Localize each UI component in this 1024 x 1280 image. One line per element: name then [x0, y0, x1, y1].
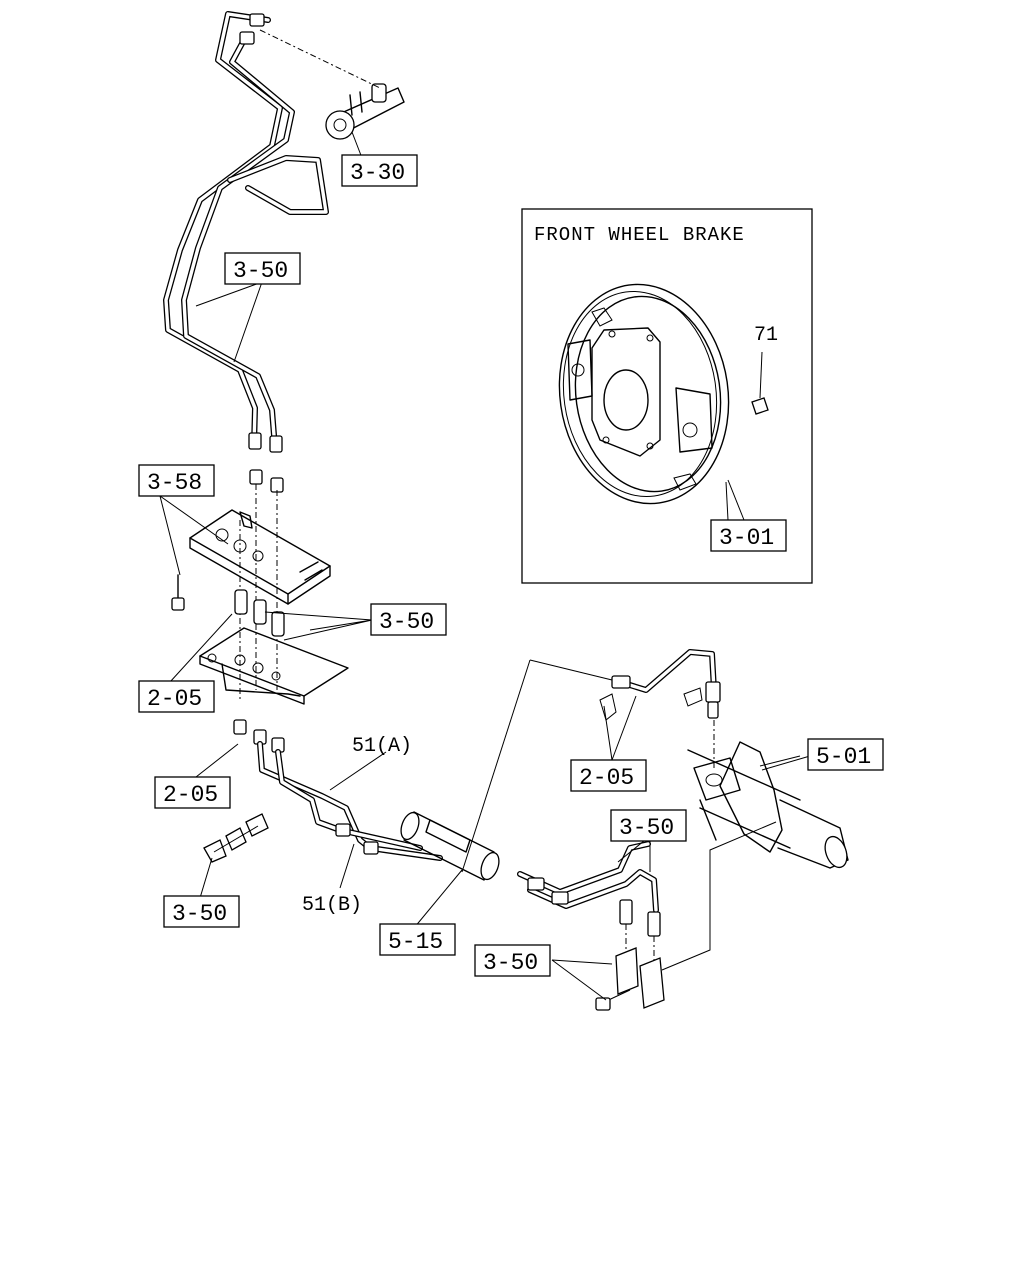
callout-3-50-clip-text: 3-50	[172, 901, 227, 927]
callout-51-a: 51(A)	[352, 735, 412, 758]
bracket-bolt-and-spacers	[171, 574, 285, 637]
callout-2-05-b: 2-05	[154, 776, 231, 809]
callout-3-50-clip: 3-50	[163, 895, 240, 928]
inset-71-text: 71	[754, 324, 778, 347]
tee-joint	[595, 821, 777, 1011]
callout-3-50-top-text: 3-50	[233, 258, 288, 284]
frame-member	[687, 741, 849, 869]
leader-lines	[159, 131, 811, 1001]
callout-5-15-text: 5-15	[388, 929, 443, 955]
callout-2-05-a: 2-05	[138, 680, 215, 713]
callout-3-50-mid-text: 3-50	[379, 609, 434, 635]
master-cylinder	[259, 29, 405, 140]
backing-plate	[558, 283, 730, 521]
lower-fittings	[233, 719, 443, 861]
callout-2-05-c: 2-05	[570, 759, 647, 792]
callout-5-01: 5-01	[807, 738, 884, 771]
lower-bracket	[199, 627, 349, 705]
callout-3-50-tee-text: 3-50	[483, 950, 538, 976]
callout-3-58: 3-58	[138, 464, 215, 497]
callout-3-50-mid: 3-50	[370, 603, 447, 636]
callout-2-05-c-text: 2-05	[579, 765, 634, 791]
inset-label-3-01: 3-01	[710, 519, 787, 552]
callout-51-b: 51(B)	[302, 894, 362, 917]
upper-brake-pipes	[163, 11, 329, 493]
callout-51-b-text: 51(B)	[302, 894, 362, 917]
callout-3-50-top: 3-50	[224, 252, 301, 285]
upper-right-pipe	[529, 649, 721, 770]
callout-2-05-a-text: 2-05	[147, 686, 202, 712]
right-side-pipes	[517, 841, 661, 962]
callout-3-50-right-text: 3-50	[619, 815, 674, 841]
part-71-clip	[751, 351, 769, 415]
inset-3-01-text: 3-01	[719, 525, 774, 551]
inset-title: FRONT WHEEL BRAKE	[534, 224, 745, 246]
callout-5-15: 5-15	[379, 923, 456, 956]
callout-51-a-text: 51(A)	[352, 735, 412, 758]
callout-3-30: 3-30	[341, 154, 418, 187]
callout-2-05-b-text: 2-05	[163, 782, 218, 808]
callout-3-50-tee: 3-50	[474, 944, 551, 977]
inset-label-71: 71	[754, 324, 778, 347]
callout-3-58-text: 3-58	[147, 470, 202, 496]
callout-3-30-text: 3-30	[350, 160, 405, 186]
callout-3-50-right: 3-50	[610, 809, 687, 842]
crossmember-tube	[400, 659, 531, 881]
pipe-clip-assembly	[203, 813, 269, 863]
callout-5-01-text: 5-01	[816, 744, 871, 770]
